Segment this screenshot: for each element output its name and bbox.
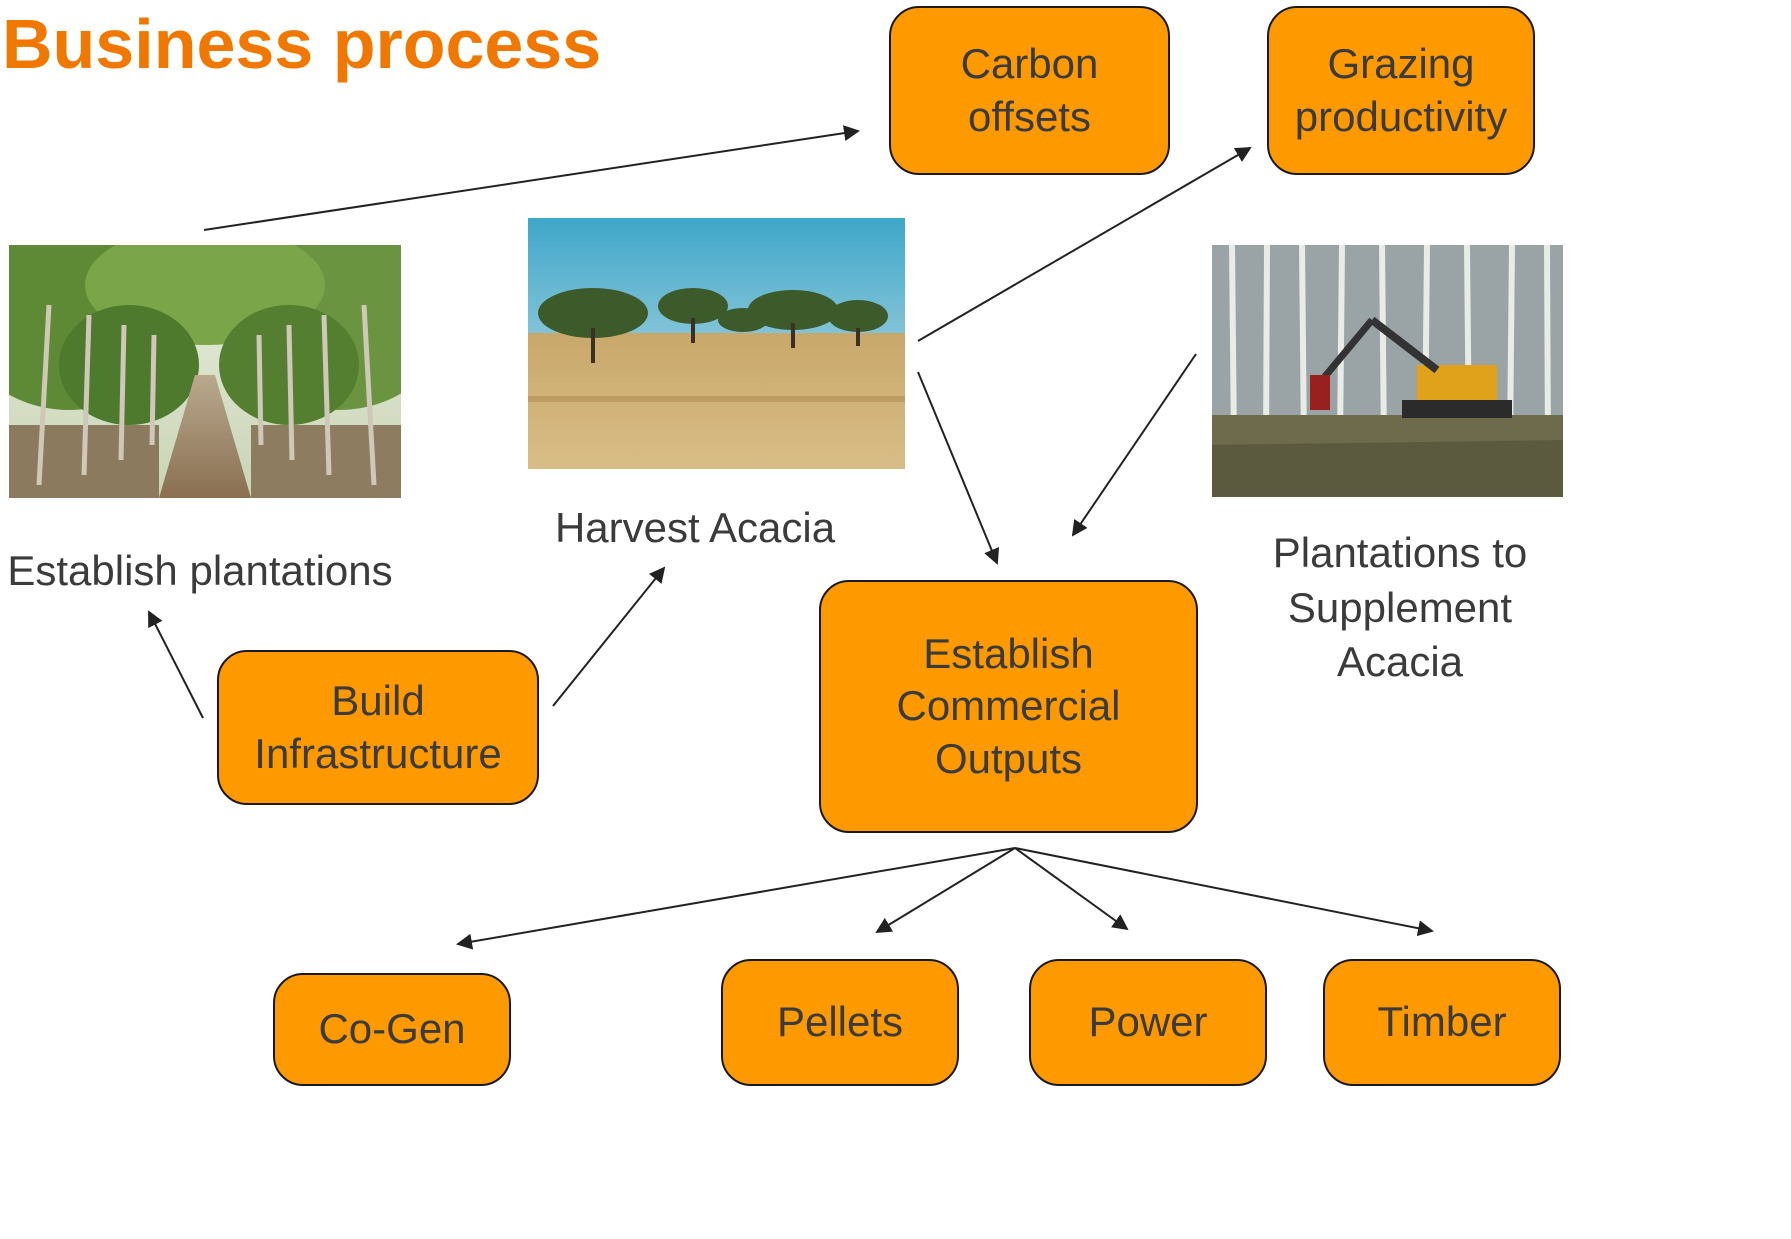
build-infrastructure-box[interactable]: Build Infrastructure [217, 650, 539, 805]
establish-plantations-caption: Establish plantations [7, 547, 393, 594]
grazing-productivity-box[interactable]: Grazing productivity [1267, 6, 1535, 175]
harvest-acacia-caption: Harvest Acacia [554, 504, 836, 551]
carbon-offsets-box[interactable]: Carbon offsets [889, 6, 1170, 175]
plantation-photo [9, 245, 401, 498]
arrow-outputs-to-cogen [456, 847, 1016, 950]
pellets-box[interactable]: Pellets [721, 959, 959, 1086]
harvest-photo [1212, 245, 1563, 497]
arrow-acacia-to-outputs [917, 371, 1000, 565]
arrow-acacia-to-grazing [917, 146, 1252, 342]
arrow-outputs-to-pellets [875, 847, 1016, 934]
co-gen-box[interactable]: Co-Gen [273, 973, 511, 1086]
timber-box[interactable]: Timber [1323, 959, 1561, 1086]
arrow-supplement-to-outputs [1071, 353, 1197, 537]
arrow-infra-to-acacia [552, 566, 666, 707]
power-box[interactable]: Power [1029, 959, 1267, 1086]
arrow-outputs-to-timber [1014, 847, 1434, 937]
page-title: Business process [2, 5, 602, 83]
plantations-supplement-caption: Plantations to Supplement Acacia [1272, 529, 1528, 686]
arrow-outputs-to-power [1014, 847, 1129, 931]
acacia-photo [528, 218, 905, 469]
arrow-infra-to-plantations [148, 610, 204, 719]
establish-commercial-outputs-box[interactable]: Establish Commercial Outputs [819, 580, 1198, 833]
arrow-plantations-to-carbon [203, 125, 860, 231]
